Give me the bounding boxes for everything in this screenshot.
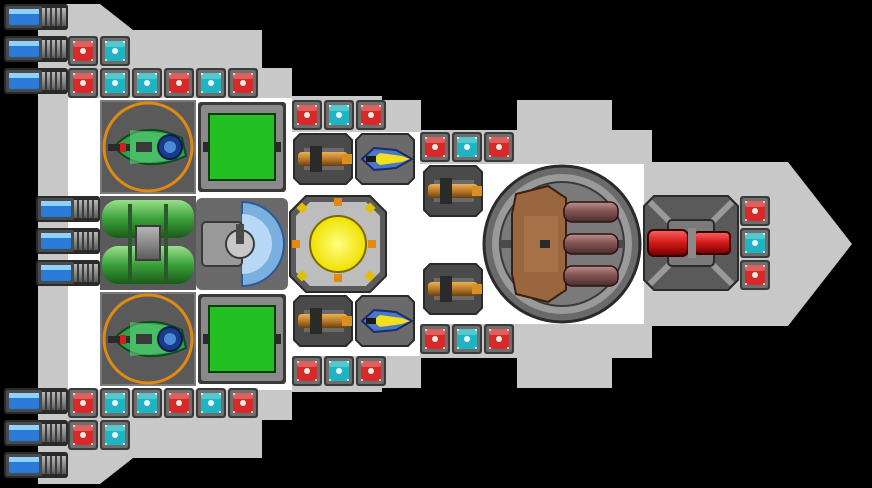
red-module-icon bbox=[420, 132, 450, 162]
cyan-module-icon bbox=[324, 356, 354, 386]
gunpod-icon bbox=[423, 165, 483, 217]
cyan-module-icon bbox=[452, 324, 482, 354]
thruster-icon bbox=[4, 4, 68, 30]
cyan-module-icon bbox=[132, 388, 162, 418]
red-module-icon bbox=[740, 260, 770, 290]
red-cannon-icon bbox=[643, 195, 739, 291]
red-module-icon bbox=[228, 388, 258, 418]
drone-bay-icon bbox=[100, 292, 196, 386]
red-module-icon bbox=[68, 36, 98, 66]
thruster-icon bbox=[36, 196, 100, 222]
red-module-icon bbox=[164, 388, 194, 418]
thruster-icon bbox=[4, 388, 68, 414]
red-module-icon bbox=[484, 324, 514, 354]
gunpod-icon bbox=[423, 263, 483, 315]
red-module-icon bbox=[292, 356, 322, 386]
cyan-module-icon bbox=[100, 388, 130, 418]
cyan-module-icon bbox=[100, 68, 130, 98]
fuel-tank-icon bbox=[100, 196, 196, 290]
red-module-icon bbox=[228, 68, 258, 98]
thruster-icon bbox=[4, 420, 68, 446]
red-module-icon bbox=[68, 420, 98, 450]
red-module-icon bbox=[356, 356, 386, 386]
green-panel-icon bbox=[198, 102, 286, 192]
cyan-module-icon bbox=[100, 36, 130, 66]
cyan-module-icon bbox=[324, 100, 354, 130]
gunpod-icon bbox=[293, 133, 353, 185]
red-module-icon bbox=[164, 68, 194, 98]
thruster-icon bbox=[36, 260, 100, 286]
cyan-module-icon bbox=[740, 228, 770, 258]
thruster-icon bbox=[4, 452, 68, 478]
thruster-icon bbox=[36, 228, 100, 254]
red-module-icon bbox=[68, 68, 98, 98]
cyan-module-icon bbox=[196, 68, 226, 98]
cyan-module-icon bbox=[452, 132, 482, 162]
missile-pod-icon bbox=[355, 295, 415, 347]
ship-parts bbox=[4, 4, 770, 478]
red-module-icon bbox=[484, 132, 514, 162]
reactor-icon bbox=[289, 195, 387, 293]
red-module-icon bbox=[740, 196, 770, 226]
missile-pod-icon bbox=[355, 133, 415, 185]
red-module-icon bbox=[420, 324, 450, 354]
cyan-module-icon bbox=[196, 388, 226, 418]
heavy-turret-icon bbox=[482, 164, 642, 324]
red-module-icon bbox=[356, 100, 386, 130]
red-module-icon bbox=[68, 388, 98, 418]
shield-generator-icon bbox=[196, 198, 288, 290]
gunpod-icon bbox=[293, 295, 353, 347]
thruster-icon bbox=[4, 68, 68, 94]
green-panel-icon bbox=[198, 294, 286, 384]
thruster-icon bbox=[4, 36, 68, 62]
cyan-module-icon bbox=[132, 68, 162, 98]
drone-bay-icon bbox=[100, 100, 196, 194]
red-module-icon bbox=[292, 100, 322, 130]
cyan-module-icon bbox=[100, 420, 130, 450]
